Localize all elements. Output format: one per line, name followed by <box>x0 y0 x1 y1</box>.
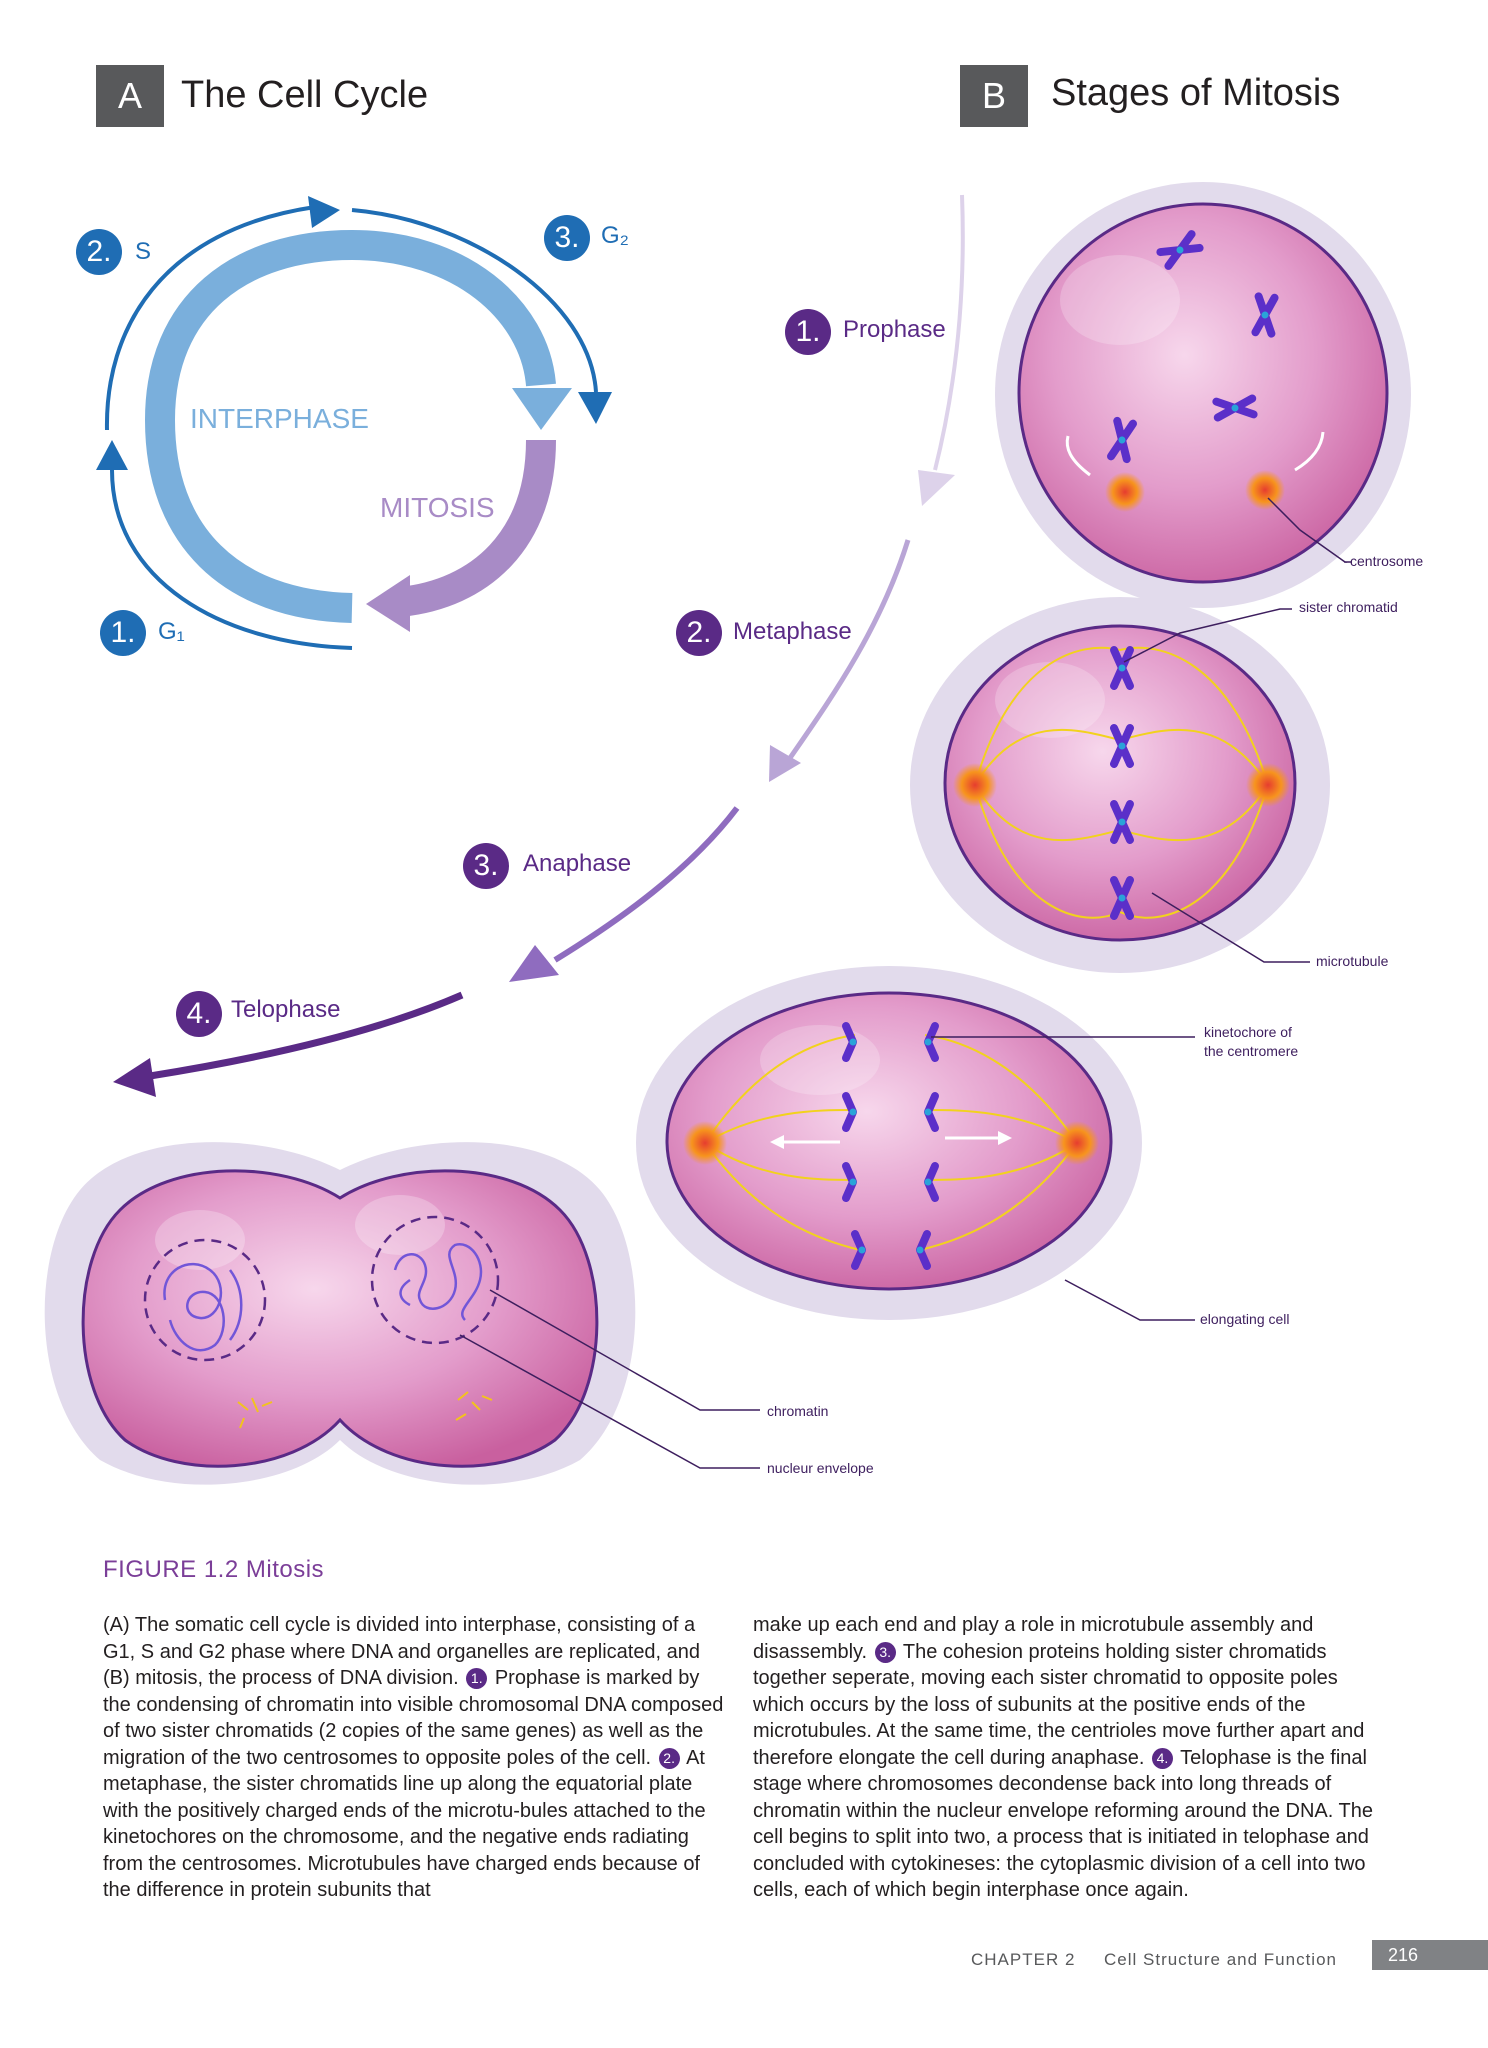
s-phase-arrow <box>104 205 316 431</box>
g1-phase-arrow <box>110 469 353 650</box>
metaphase-cell <box>910 597 1330 973</box>
prophase-cell <box>995 182 1411 608</box>
caption-column-right: make up each end and play a role in micr… <box>753 1612 1378 1904</box>
g1-phase-label: G₁ <box>158 618 185 645</box>
mitosis-arc <box>398 439 556 617</box>
callout-chromatin: chromatin <box>767 1403 829 1419</box>
interphase-label: INTERPHASE <box>190 403 369 434</box>
panel-b-letter: B <box>960 65 1028 127</box>
mitosis-label: MITOSIS <box>380 492 495 523</box>
telophase-number: 4. <box>176 991 222 1037</box>
g2-phase-label: G₂ <box>601 222 629 249</box>
caption-text: (A) The somatic cell cycle is divided in… <box>103 1614 701 1689</box>
footer-chapter: CHAPTER 2 <box>971 1950 1076 1969</box>
cell-cycle-diagram <box>96 196 612 650</box>
caption-column-left: (A) The somatic cell cycle is divided in… <box>103 1612 728 1904</box>
caption-text: make up each end and play a role in micr… <box>753 1614 1314 1663</box>
caption-text: Prophase is marked by the condensing of … <box>103 1667 724 1769</box>
telophase-cell <box>44 1142 760 1485</box>
callout-sister-chromatid: sister chromatid <box>1299 599 1398 615</box>
step-3-badge: 3. <box>874 1641 896 1663</box>
s-phase-label: S <box>135 238 152 265</box>
panel-b-title: Stages of Mitosis <box>1051 72 1341 114</box>
caption-text: At metaphase, the sister chromatids line… <box>103 1746 706 1902</box>
telophase-label: Telophase <box>231 996 341 1023</box>
callout-centrosome: centrosome <box>1350 553 1424 569</box>
anaphase-cell <box>636 966 1195 1321</box>
callout-kinetochore: kinetochore of the centromere <box>1204 1023 1298 1061</box>
page-number: 216 <box>1372 1940 1488 1970</box>
g2-phase-arrow <box>351 208 598 393</box>
step-4-badge: 4. <box>1151 1747 1173 1769</box>
prophase-label: Prophase <box>843 316 946 343</box>
callout-nucleur-envelope: nucleur envelope <box>767 1460 874 1476</box>
caption-text: The cohesion proteins holding sister chr… <box>753 1640 1365 1769</box>
panel-a-letter: A <box>96 65 164 127</box>
callout-microtubule: microtubule <box>1316 953 1389 969</box>
interphase-arc <box>144 229 556 623</box>
panel-a-title: The Cell Cycle <box>181 74 429 116</box>
g1-phase-number: 1. <box>100 610 146 656</box>
g2-phase-number: 3. <box>544 215 590 261</box>
metaphase-label: Metaphase <box>733 618 852 645</box>
callout-kinetochore-line2: the centromere <box>1204 1043 1299 1059</box>
callout-kinetochore-line1: kinetochore of <box>1204 1024 1292 1040</box>
footer-title: Cell Structure and Function <box>1104 1950 1337 1969</box>
anaphase-number: 3. <box>463 843 509 889</box>
stage-arrows <box>113 194 965 1097</box>
prophase-number: 1. <box>785 309 831 355</box>
step-2-badge: 2. <box>658 1747 680 1769</box>
s-phase-number: 2. <box>76 229 122 275</box>
figure-title: FIGURE 1.2 Mitosis <box>103 1556 325 1583</box>
anaphase-label: Anaphase <box>523 850 632 877</box>
callout-elongating-cell: elongating cell <box>1200 1311 1290 1327</box>
metaphase-number: 2. <box>676 610 722 656</box>
step-1-badge: 1. <box>466 1668 488 1689</box>
caption-text: Telophase is the final stage where chrom… <box>753 1746 1373 1902</box>
mitosis-diagram <box>44 182 1411 1485</box>
